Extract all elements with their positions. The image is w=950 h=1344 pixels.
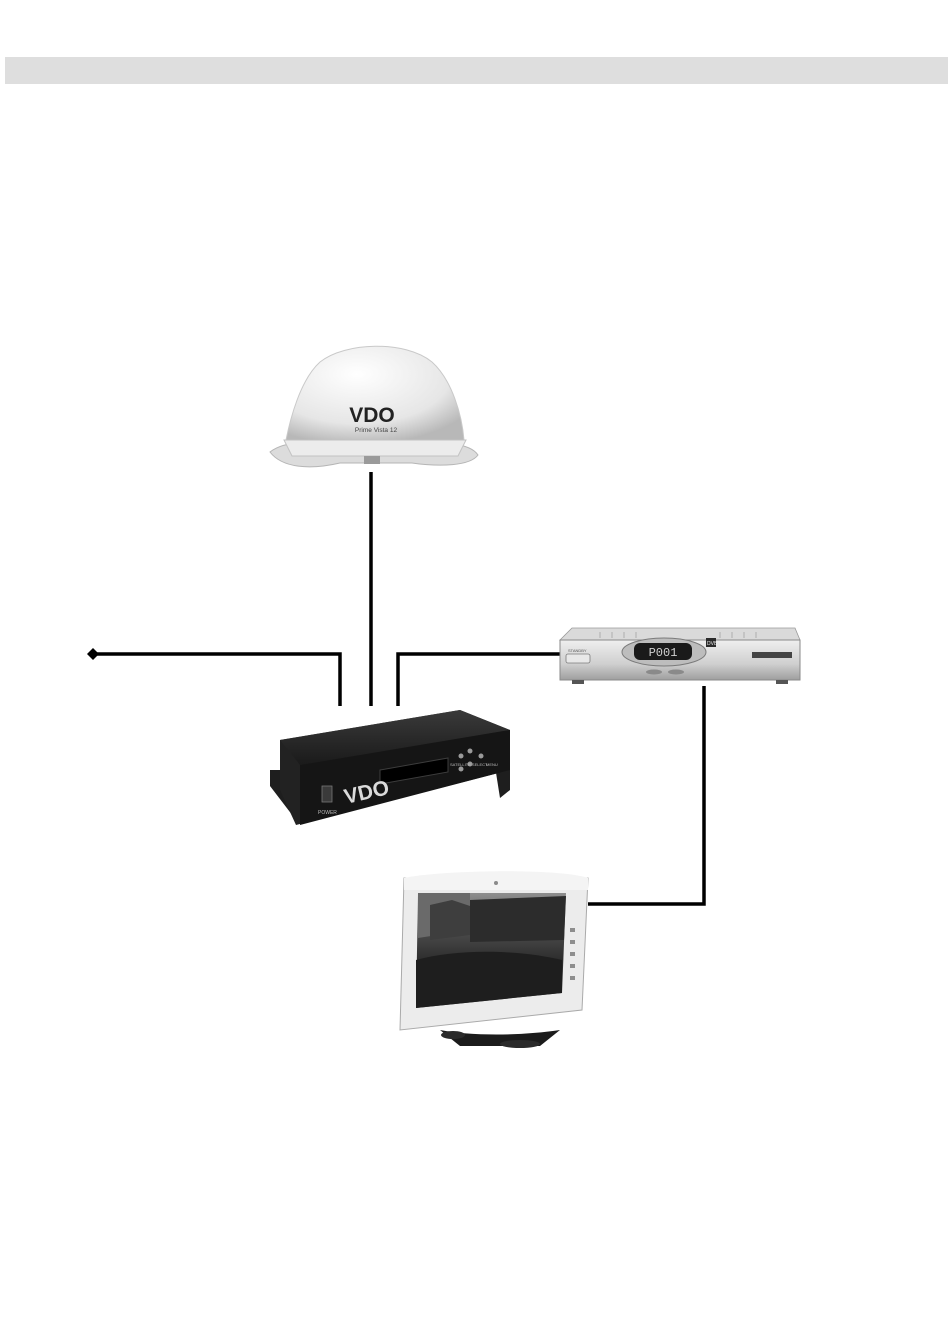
receiver-display: P001	[649, 646, 678, 660]
control-unit-icon: VDO POWER SATELLITE SELECT MENU	[270, 710, 510, 825]
receiver-dvb-badge: DVB	[707, 641, 718, 647]
control-menu-label: MENU	[486, 762, 498, 767]
satellite-dome-icon: VDO Prime Vista 12	[270, 346, 478, 467]
dome-model-label: Prime Vista 12	[355, 427, 398, 434]
dome-brand-logo: VDO	[349, 404, 395, 427]
cables	[93, 472, 704, 904]
satellite-receiver-icon: STANDBY P001 DVB	[560, 628, 800, 684]
power-input-connector-icon	[87, 648, 99, 660]
tv-monitor-icon	[400, 871, 588, 1048]
receiver-standby-label: STANDBY	[568, 648, 587, 653]
cable-receiver-to-control	[398, 654, 560, 706]
control-select-label: SATELLITE SELECT	[450, 762, 488, 767]
cable-receiver-to-tv	[588, 686, 704, 904]
cable-power-input	[93, 654, 340, 706]
control-power-label: POWER	[318, 810, 337, 816]
